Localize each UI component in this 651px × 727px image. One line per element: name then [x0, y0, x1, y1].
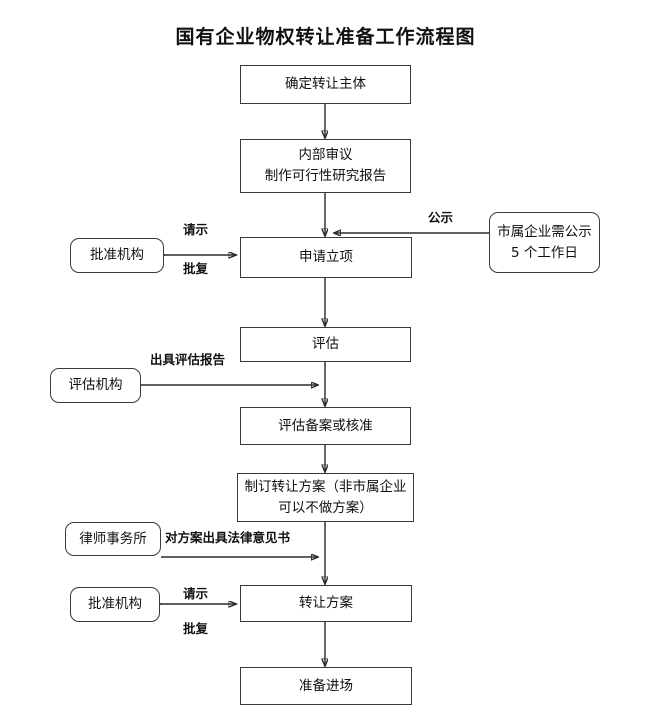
- node-approval-org-top[interactable]: 批准机构: [70, 238, 164, 273]
- edge-label-reply-bottom: 批复: [181, 618, 211, 637]
- node-label-line1: 市属企业需公示: [497, 223, 592, 240]
- node-approval-org-bottom[interactable]: 批准机构: [70, 587, 160, 622]
- node-label: 申请立项: [299, 249, 353, 266]
- node-label: 批准机构: [88, 596, 142, 613]
- edge-label-request-top: 请示: [181, 219, 211, 238]
- node-confirm-subject[interactable]: 确定转让主体: [240, 65, 411, 104]
- page-title: 国有企业物权转让准备工作流程图: [175, 26, 476, 48]
- node-label: 批准机构: [90, 247, 144, 264]
- node-internal-review[interactable]: 内部审议 制作可行性研究报告: [240, 139, 411, 193]
- node-label-line2: 制作可行性研究报告: [264, 168, 387, 184]
- node-law-firm[interactable]: 律师事务所: [65, 522, 161, 556]
- node-label: 评估机构: [68, 377, 123, 394]
- edge-label-request-bottom: 请示: [181, 583, 211, 602]
- node-appraisal[interactable]: 评估: [240, 327, 411, 362]
- edge-label-issue-appraisal-report: 出具评估报告: [148, 349, 228, 368]
- node-label-line1: 制订转让方案（非市属企业: [244, 478, 407, 495]
- node-label-line2: 5 个工作日: [511, 244, 578, 261]
- edge-label-issue-legal-opinion: 对方案出具法律意见书: [163, 527, 293, 546]
- node-label: 评估备案或核准: [278, 417, 373, 434]
- node-label: 律师事务所: [79, 530, 147, 547]
- node-public-notice[interactable]: 市属企业需公示 5 个工作日: [489, 212, 600, 273]
- node-label-line2: 可以不做方案）: [278, 499, 373, 516]
- node-apply-project[interactable]: 申请立项: [240, 237, 412, 278]
- node-label: 评估: [312, 336, 339, 353]
- node-transfer-plan-draft[interactable]: 制订转让方案（非市属企业 可以不做方案）: [237, 473, 414, 522]
- node-label-line1: 内部审议: [298, 147, 353, 164]
- node-transfer-plan[interactable]: 转让方案: [240, 585, 412, 622]
- node-label: 准备进场: [299, 677, 353, 694]
- node-appraisal-record[interactable]: 评估备案或核准: [240, 407, 411, 445]
- node-label: 转让方案: [299, 595, 353, 612]
- edge-label-reply-top: 批复: [181, 258, 211, 277]
- node-appraisal-org[interactable]: 评估机构: [50, 368, 141, 403]
- node-ready-to-enter[interactable]: 准备进场: [240, 667, 412, 705]
- edge-label-public-notice: 公示: [426, 207, 456, 226]
- node-label: 确定转让主体: [285, 76, 366, 93]
